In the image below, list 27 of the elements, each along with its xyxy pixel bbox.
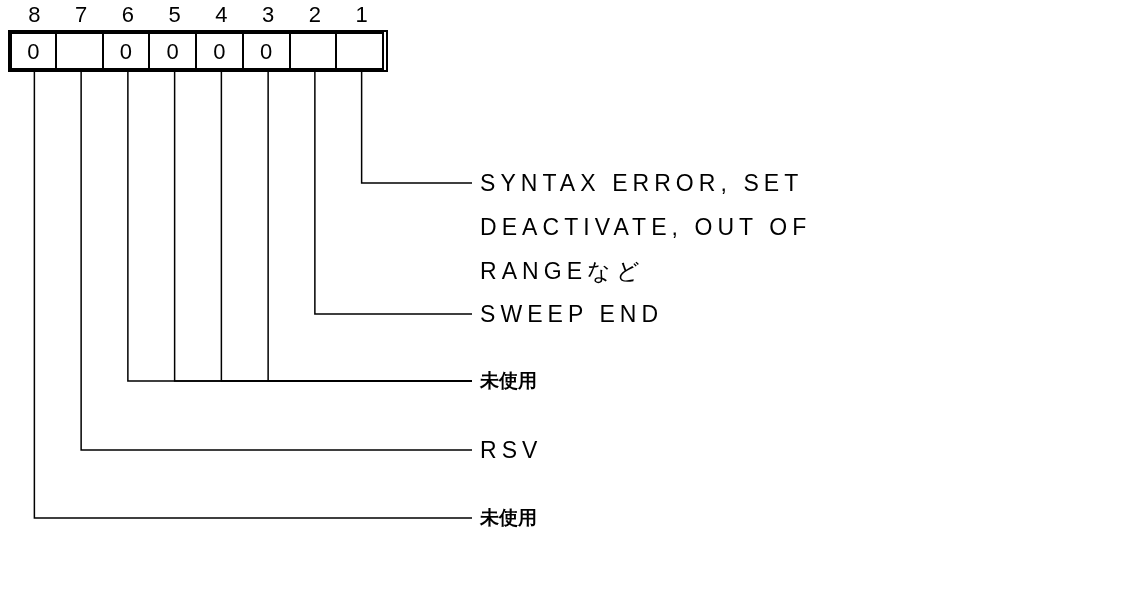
leader-line <box>314 71 473 315</box>
bit-cell: 0 <box>241 32 291 70</box>
bit-number: 4 <box>214 4 229 26</box>
description-text: 未使用 <box>472 359 672 403</box>
bit-cell <box>288 32 338 70</box>
leader-line <box>360 71 473 184</box>
bit-cell <box>54 32 104 70</box>
leader-line <box>267 71 473 382</box>
description-text: SYNTAX ERROR, SET DEACTIVATE, OUT OF RANGEなど <box>472 161 812 293</box>
bit-cell: 0 <box>195 32 244 70</box>
bit-number: 5 <box>167 4 182 26</box>
description-text: 未使用 <box>472 496 672 540</box>
bit-cell: 0 <box>10 32 57 70</box>
leader-line <box>80 71 473 451</box>
bit-number: 6 <box>120 4 135 26</box>
bit-number: 1 <box>354 4 369 26</box>
description-text: RSV <box>472 428 672 472</box>
bit-number: 2 <box>307 4 322 26</box>
bit-cell: 0 <box>148 32 197 70</box>
bit-cell <box>335 32 384 70</box>
bit-cell: 0 <box>101 32 151 70</box>
bit-number: 8 <box>27 4 42 26</box>
bit-number: 7 <box>74 4 89 26</box>
register-box <box>8 30 388 72</box>
description-text: SWEEP END <box>472 292 872 336</box>
leader-line <box>33 71 473 519</box>
bit-number: 3 <box>261 4 276 26</box>
